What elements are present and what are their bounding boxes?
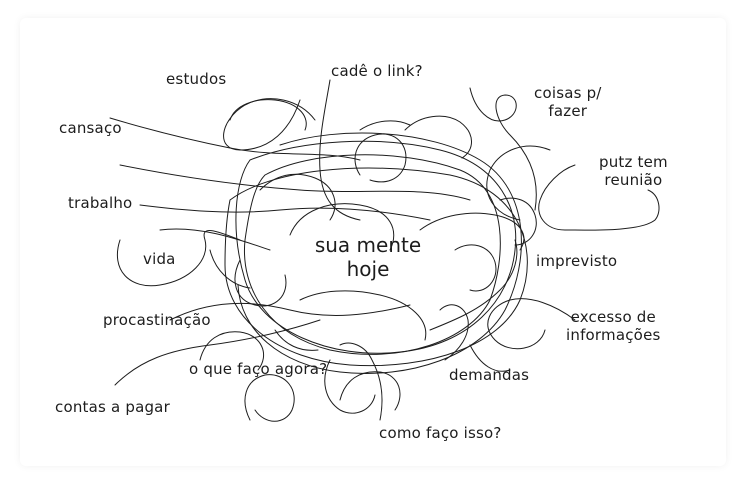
center-title: sua mente hoje	[300, 233, 436, 281]
thought-cansaco: cansaço	[59, 119, 122, 137]
center-title-line1: sua mente	[314, 233, 422, 257]
thought-excesso-line2: informações	[566, 326, 661, 344]
thought-cade-o-link: cadê o link?	[331, 62, 423, 80]
thought-demandas: demandas	[449, 366, 530, 384]
thought-putz-line1: putz tem	[599, 153, 668, 171]
thought-coisas-line1: coisas p/	[534, 84, 602, 102]
thought-putz-line2: reunião	[604, 171, 663, 189]
white-card-background	[20, 18, 726, 466]
center-title-line2: hoje	[346, 257, 390, 281]
thought-imprevisto: imprevisto	[536, 252, 618, 270]
thought-trabalho: trabalho	[68, 194, 133, 212]
thought-coisas-p-fazer: coisas p/ fazer	[534, 84, 602, 120]
thought-excesso-line1: excesso de	[570, 308, 656, 326]
thought-procastinacao: procastinação	[103, 311, 211, 329]
thought-vida: vida	[143, 250, 176, 268]
thought-contas-a-pagar: contas a pagar	[55, 398, 170, 416]
thought-putz-tem-reuniao: putz tem reunião	[599, 153, 668, 189]
thought-coisas-line2: fazer	[548, 102, 588, 120]
thought-excesso-de-informacoes: excesso de informações	[566, 308, 661, 344]
thought-estudos: estudos	[166, 70, 227, 88]
thought-o-que-faco-agora: o que faço agora?	[189, 360, 328, 378]
thought-como-faco-isso: como faço isso?	[379, 424, 502, 442]
